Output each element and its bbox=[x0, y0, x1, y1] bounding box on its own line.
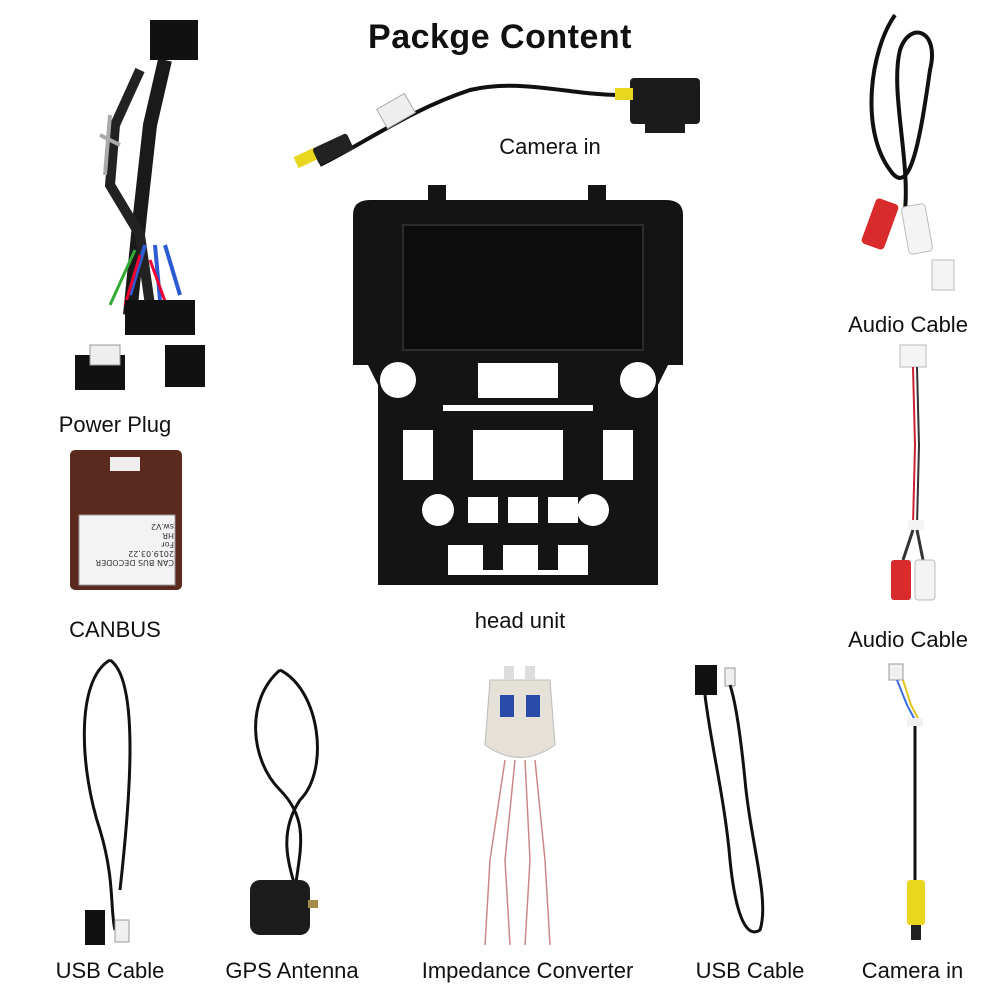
head-unit-label: head unit bbox=[474, 608, 566, 633]
camera-in-cable-bottom-image bbox=[885, 660, 945, 950]
audio-cable-1-image bbox=[850, 10, 970, 300]
canbus-label-sticker-text: CAN BUS DECODER 2019.03.22 For HR sw.V2 bbox=[95, 522, 174, 567]
usb-cable-2-image bbox=[690, 660, 780, 950]
impedance-converter-label: Impedance Converter bbox=[421, 958, 634, 983]
audio-cable-2-label: Audio Cable bbox=[848, 627, 968, 652]
gps-antenna-image bbox=[240, 660, 350, 950]
camera-in-cable-image bbox=[290, 70, 730, 180]
impedance-converter-image bbox=[470, 660, 570, 950]
gps-antenna-label: GPS Antenna bbox=[225, 958, 359, 983]
head-unit-image bbox=[348, 185, 688, 595]
page-title: Packge Content bbox=[368, 18, 632, 56]
canbus-decoder-image bbox=[65, 445, 190, 600]
camera-in-top-label: Camera in bbox=[499, 134, 601, 159]
power-plug-harness-image bbox=[70, 15, 220, 395]
camera-in-bottom-label: Camera in bbox=[861, 958, 964, 983]
power-plug-label: Power Plug bbox=[58, 412, 172, 437]
usb-cable-1-image bbox=[70, 650, 150, 950]
audio-cable-2-image bbox=[875, 344, 945, 615]
usb-cable-1-label: USB Cable bbox=[55, 958, 165, 983]
canbus-label: CANBUS bbox=[69, 617, 161, 642]
audio-cable-1-label: Audio Cable bbox=[848, 312, 968, 337]
usb-cable-2-label: USB Cable bbox=[695, 958, 805, 983]
